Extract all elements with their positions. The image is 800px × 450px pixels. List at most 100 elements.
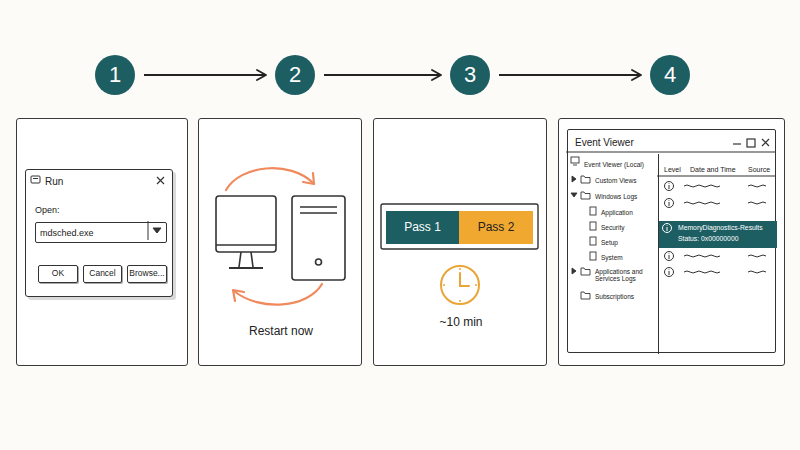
- clock-face: [441, 266, 479, 304]
- step-number: 1: [95, 55, 135, 95]
- log-icon: [590, 237, 596, 245]
- progress-segment: Pass 2: [459, 211, 533, 244]
- step-number-text: 4: [664, 62, 676, 87]
- placeholder-squiggle: [684, 271, 766, 273]
- tree-pane: Event Viewer (Local)Custom ViewsWindows …: [568, 154, 659, 354]
- event-viewer-window: Event ViewerEvent Viewer (Local) Custom V…: [567, 129, 776, 353]
- folder-icon: [581, 176, 590, 183]
- log-rows: [663, 182, 767, 277]
- tree-item: Application: [601, 209, 633, 216]
- header-separator: [657, 175, 775, 176]
- flow-arrow: [499, 74, 641, 76]
- info-mark: [669, 253, 670, 259]
- clock-ticks: [443, 268, 477, 302]
- restart-arrowhead: [233, 290, 244, 301]
- progress-and-clock: [381, 204, 538, 304]
- pass-label: Pass 1: [404, 221, 441, 235]
- progress-segment: Pass 1: [386, 211, 459, 244]
- column-header: Level: [664, 166, 681, 174]
- collapse-arrow: [571, 193, 577, 197]
- info-icon: [665, 182, 674, 191]
- monitor-chin: [216, 244, 276, 246]
- step-panel: RunOpen: mdsched.exeOK Cancel Browse...: [16, 118, 188, 366]
- monitor-stand: [239, 252, 253, 267]
- computer-icon-base: [573, 165, 577, 166]
- log-icon: [590, 222, 596, 230]
- power-button: [316, 259, 322, 265]
- info-icon: [665, 199, 674, 208]
- step-number: 4: [650, 55, 690, 95]
- dropdown-separator: [148, 221, 149, 240]
- step-number-text: 3: [464, 62, 476, 87]
- tree-item: Event Viewer (Local): [584, 161, 644, 168]
- run-dialog-icons: [31, 176, 164, 240]
- run-icon: [31, 176, 40, 183]
- computer-illustration: [216, 196, 345, 280]
- dialog-button: OK: [38, 265, 78, 283]
- log-icon: [590, 207, 596, 215]
- computer-icon: [571, 157, 579, 163]
- command-text: mdsched.exe: [40, 228, 94, 238]
- minimize-icon: [733, 143, 741, 144]
- drive-slots: [300, 207, 337, 213]
- run-icon-line: [33, 178, 38, 179]
- info-mark: [669, 183, 670, 189]
- placeholder-squiggle: [684, 202, 766, 204]
- log-list-pane: Level Date and Time SourceMemoryDiagnostic…: [659, 154, 777, 354]
- info-mark: [669, 200, 670, 206]
- folder-icon: [581, 268, 590, 275]
- info-mark: [667, 225, 668, 231]
- flow-arrow: [144, 74, 266, 76]
- folder-icon: [581, 192, 590, 199]
- expand-arrow: [572, 176, 576, 182]
- step-number-text: 1: [109, 62, 121, 87]
- monitor-base: [229, 267, 263, 269]
- tree-item: System: [601, 254, 623, 261]
- pass-label: Pass 2: [478, 221, 515, 235]
- title-separator: [566, 151, 775, 152]
- flow-arrow: [324, 74, 441, 76]
- field-label: Open:: [35, 205, 60, 215]
- step-number: 3: [450, 55, 490, 95]
- tree-item: Applications and Services Logs: [595, 268, 653, 283]
- tower: [292, 196, 345, 280]
- placeholder-squiggle: [684, 185, 766, 187]
- folder-icon: [581, 292, 590, 299]
- column-header: Source: [748, 166, 770, 174]
- expand-arrow: [572, 268, 576, 274]
- highlighted-log-row: MemoryDiagnostics-ResultsStatus: 0x00000…: [659, 221, 777, 248]
- button-label: Browse...: [129, 269, 164, 279]
- tree-item: Subscriptions: [595, 293, 634, 300]
- restart-arc: [234, 284, 322, 305]
- step-panel: Restart now: [198, 118, 362, 366]
- step-number-text: 2: [289, 62, 301, 87]
- restart-arrowhead: [303, 173, 314, 184]
- step-panel: Event ViewerEvent Viewer (Local) Custom V…: [558, 118, 785, 366]
- tree-item: Setup: [601, 239, 618, 246]
- dropdown-arrow: [153, 228, 161, 233]
- log-status: Status: 0x00000000: [678, 235, 738, 243]
- close-icon: [157, 177, 164, 184]
- dialog-button: Browse...: [127, 265, 167, 283]
- close-icon: [762, 139, 769, 146]
- step-caption: Restart now: [199, 325, 363, 339]
- button-label: Cancel: [89, 269, 115, 279]
- clock-hands: [460, 273, 469, 286]
- restart-arc: [226, 168, 313, 190]
- info-icon: [665, 268, 674, 277]
- window-title: Event Viewer: [575, 137, 634, 149]
- button-label: OK: [52, 269, 64, 279]
- dialog-button: Cancel: [83, 265, 122, 283]
- restart-arrows: [226, 168, 322, 304]
- tree-item: Custom Views: [595, 177, 636, 184]
- event-viewer-chrome: [566, 139, 775, 176]
- progress-frame: [381, 204, 538, 249]
- log-icon: [590, 252, 596, 260]
- dialog-title: Run: [45, 176, 63, 188]
- monitor: [216, 196, 276, 252]
- column-header: Date and Time: [690, 166, 736, 174]
- info-mark: [669, 269, 670, 275]
- step-number: 2: [275, 55, 315, 95]
- info-icon: [665, 252, 674, 261]
